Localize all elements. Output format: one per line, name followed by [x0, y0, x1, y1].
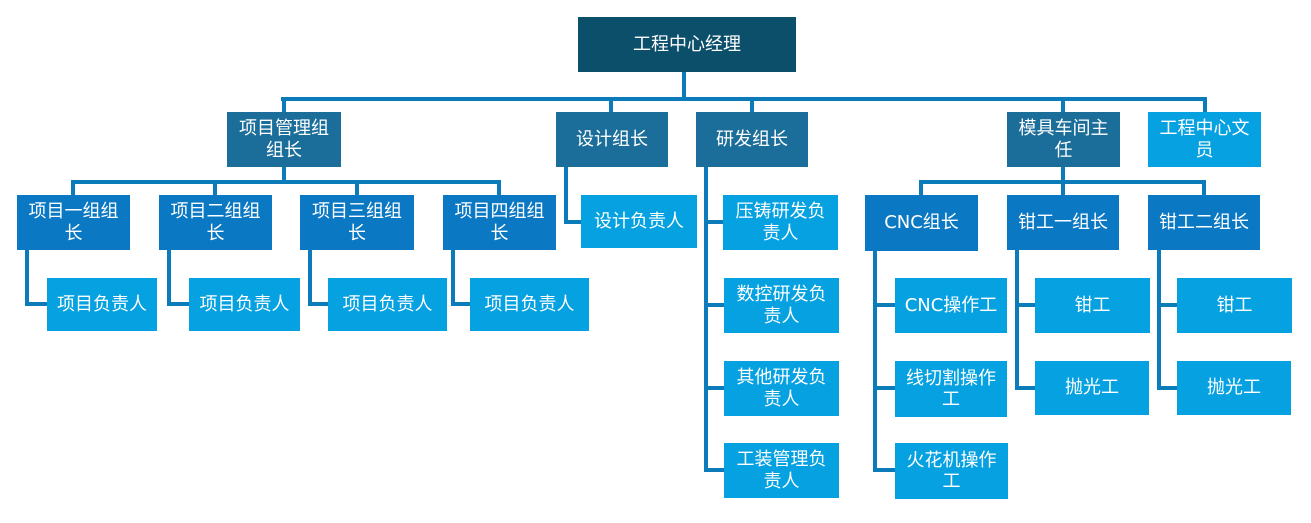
node-design-group-leader[interactable]: 设计组长 — [556, 112, 668, 167]
node-tooling-management-owner[interactable]: 工装管理负责人 — [724, 443, 839, 498]
connector-line — [308, 302, 328, 306]
node-engineering-center-manager[interactable]: 工程中心经理 — [578, 17, 796, 72]
node-project-owner-4[interactable]: 项目负责人 — [470, 278, 589, 331]
node-project-owner-3[interactable]: 项目负责人 — [328, 278, 447, 331]
connector-line — [873, 468, 895, 472]
connector-line — [1157, 250, 1161, 390]
node-project-group-3-leader[interactable]: 项目三组组长 — [300, 195, 414, 250]
node-edm-operator[interactable]: 火花机操作工 — [895, 443, 1008, 499]
connector-line — [1203, 97, 1207, 112]
connector-line — [1157, 303, 1177, 307]
node-polisher-1[interactable]: 抛光工 — [1035, 361, 1149, 415]
connector-line — [451, 250, 455, 306]
connector-line — [1015, 386, 1035, 390]
connector-line — [919, 180, 923, 195]
node-fitter-2[interactable]: 钳工 — [1177, 278, 1292, 333]
connector-line — [167, 250, 171, 306]
node-fitter-1[interactable]: 钳工 — [1035, 278, 1150, 333]
node-polisher-2[interactable]: 抛光工 — [1177, 361, 1291, 415]
connector-line — [71, 180, 501, 184]
node-project-owner-2[interactable]: 项目负责人 — [189, 278, 300, 331]
connector-line — [25, 302, 47, 306]
connector-line — [873, 303, 895, 307]
connector-line — [497, 180, 501, 195]
connector-line — [750, 97, 754, 112]
connector-line — [1061, 180, 1065, 195]
node-wire-cut-operator[interactable]: 线切割操作工 — [895, 361, 1007, 417]
connector-line — [609, 97, 613, 112]
node-project-group-1-leader[interactable]: 项目一组组长 — [17, 195, 130, 250]
connector-line — [308, 250, 312, 306]
connector-line — [25, 250, 29, 306]
connector-line — [1061, 97, 1065, 112]
connector-line — [1061, 167, 1065, 180]
node-project-management-group-leader[interactable]: 项目管理组组长 — [227, 112, 341, 167]
node-diecast-rd-owner[interactable]: 压铸研发负责人 — [723, 195, 838, 250]
connector-line — [1015, 303, 1035, 307]
connector-line — [281, 97, 1207, 101]
node-mold-workshop-director[interactable]: 模具车间主任 — [1007, 112, 1120, 167]
connector-line — [873, 386, 895, 390]
connector-line — [1015, 250, 1019, 390]
node-project-group-4-leader[interactable]: 项目四组组长 — [443, 195, 556, 250]
connector-line — [282, 167, 286, 180]
node-cnc-rd-owner[interactable]: 数控研发负责人 — [724, 278, 839, 333]
connector-line — [564, 167, 568, 224]
connector-line — [167, 302, 189, 306]
connector-line — [213, 180, 217, 195]
node-rd-group-leader[interactable]: 研发组长 — [696, 112, 808, 167]
connector-line — [704, 386, 724, 390]
node-fitter-group-1-leader[interactable]: 钳工一组长 — [1007, 195, 1119, 250]
connector-line — [355, 180, 359, 195]
node-project-group-2-leader[interactable]: 项目二组组长 — [159, 195, 272, 250]
node-fitter-group-2-leader[interactable]: 钳工二组长 — [1148, 195, 1260, 250]
connector-line — [704, 303, 724, 307]
node-engineering-center-clerk[interactable]: 工程中心文员 — [1148, 112, 1261, 167]
node-cnc-group-leader[interactable]: CNC组长 — [865, 195, 978, 251]
connector-line — [704, 167, 708, 472]
connector-line — [451, 302, 470, 306]
connector-line — [704, 220, 723, 224]
node-design-owner[interactable]: 设计负责人 — [581, 195, 697, 248]
connector-line — [564, 220, 581, 224]
connector-line — [682, 72, 686, 97]
connector-line — [71, 180, 75, 195]
connector-line — [704, 468, 724, 472]
connector-line — [1157, 386, 1177, 390]
connector-line — [873, 251, 877, 472]
connector-line — [282, 97, 286, 112]
node-other-rd-owner[interactable]: 其他研发负责人 — [724, 361, 839, 416]
connector-line — [1202, 180, 1206, 195]
node-project-owner-1[interactable]: 项目负责人 — [47, 278, 157, 331]
node-cnc-operator[interactable]: CNC操作工 — [895, 278, 1007, 333]
